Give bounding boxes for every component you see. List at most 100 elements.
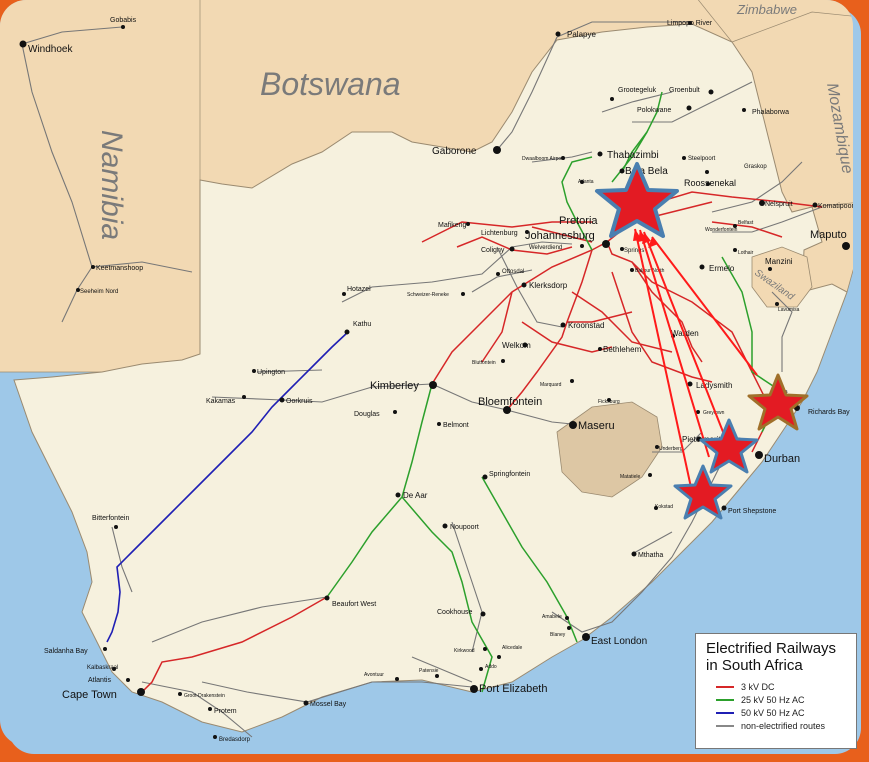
city-label: Addo bbox=[485, 664, 497, 670]
city-label: Roossenekal bbox=[684, 178, 736, 188]
city-label: Protem bbox=[214, 708, 237, 715]
legend-item-ac-50kv: 50 kV 50 Hz AC bbox=[716, 706, 846, 719]
city-label: Amabele bbox=[542, 614, 562, 620]
lesotho bbox=[556, 401, 663, 498]
map-legend: Electrified Railways in South Africa 3 k… bbox=[695, 633, 857, 749]
legend-label: non-electrified routes bbox=[741, 720, 826, 731]
city-label: Alicedale bbox=[502, 645, 523, 651]
city-label: Kroonstad bbox=[568, 321, 604, 330]
city-label: Belfast bbox=[738, 220, 754, 226]
legend-item-ac-25kv: 25 kV 50 Hz AC bbox=[716, 693, 846, 706]
city-label: Wonderfontein bbox=[705, 227, 738, 233]
city-label: Port Elizabeth bbox=[479, 683, 547, 695]
city-label: Thabazimbi bbox=[607, 150, 659, 161]
city-label: Ficksburg bbox=[598, 399, 620, 405]
annotation-arrows bbox=[634, 228, 758, 493]
city-label: Kokstad bbox=[655, 504, 673, 510]
city-label: Underberg bbox=[659, 446, 683, 452]
city-label: Keetmanshoop bbox=[96, 265, 143, 272]
city-label: Coligny bbox=[481, 247, 505, 254]
city-label: Beaufort West bbox=[332, 601, 376, 608]
city-label: Hotazel bbox=[347, 286, 371, 293]
city-label: Mossel Bay bbox=[310, 701, 347, 708]
arrowheads bbox=[633, 229, 658, 248]
city-label: Windhoek bbox=[28, 44, 73, 55]
city-label: Noupoort bbox=[450, 524, 479, 531]
city-label: Dwaalboom Airport bbox=[522, 156, 565, 162]
city-label: Phalaborwa bbox=[752, 109, 789, 116]
ac-50kv-route bbox=[106, 331, 349, 643]
city-label: Port Shepstone bbox=[728, 508, 776, 515]
legend-title-line2: in South Africa bbox=[706, 657, 803, 674]
city-label: Springfontein bbox=[489, 471, 530, 478]
country-label-namibia: Namibia bbox=[95, 130, 128, 240]
city-label: Lothair bbox=[738, 250, 754, 256]
city-label: Limpopo River bbox=[667, 20, 713, 27]
city-label: Belmont bbox=[443, 422, 469, 429]
city-label: Welverdiend bbox=[529, 245, 562, 251]
city-label: Nelspruit bbox=[765, 201, 793, 208]
city-label: Maputo bbox=[810, 229, 847, 241]
city-label: Springs bbox=[624, 248, 644, 254]
city-label: Bredasdorp bbox=[219, 737, 251, 743]
city-label: Blaney bbox=[550, 632, 566, 638]
city-label: East London bbox=[591, 636, 647, 647]
city-label: Douglas bbox=[354, 411, 380, 418]
ac-25kv-routes bbox=[326, 91, 793, 693]
city-label: Lichtenburg bbox=[481, 230, 518, 237]
legend-label: 50 kV 50 Hz AC bbox=[741, 707, 805, 718]
city-label: Ladysmith bbox=[696, 381, 732, 390]
city-label: Upington bbox=[257, 369, 285, 376]
city-label: Bitterfontein bbox=[92, 515, 129, 522]
city-label: Ottosdal bbox=[502, 269, 524, 275]
legend-label: 3 kV DC bbox=[741, 681, 775, 692]
city-label: Bela Bela bbox=[625, 166, 668, 177]
city-label: Marquard bbox=[540, 382, 562, 388]
city-label: Cookhouse bbox=[437, 609, 473, 616]
city-label: Pretoria bbox=[559, 215, 598, 227]
legend-item-dc-3kv: 3 kV DC bbox=[716, 680, 846, 693]
legend-swatch bbox=[716, 724, 734, 727]
city-label: Mthatha bbox=[638, 552, 663, 559]
city-label: Avontuur bbox=[364, 672, 384, 678]
city-label: Cape Town bbox=[62, 689, 117, 701]
city-label: Patensie bbox=[419, 668, 439, 674]
city-label: Atlantis bbox=[88, 677, 111, 684]
city-label: Polokwane bbox=[637, 107, 671, 114]
city-label: Lavumisa bbox=[778, 307, 800, 313]
city-label: De Aar bbox=[403, 491, 428, 500]
city-label: Atlanta bbox=[578, 179, 594, 185]
city-label: Johannesburg bbox=[525, 230, 595, 242]
city-label: Richards Bay bbox=[808, 409, 850, 416]
star-marker-large bbox=[595, 162, 679, 238]
city-label: Mafikeng bbox=[438, 222, 467, 229]
city-label: Bethlehem bbox=[603, 345, 642, 354]
city-label: Klerksdorp bbox=[529, 281, 568, 290]
city-label: Gaborone bbox=[432, 146, 477, 157]
city-markers bbox=[19, 21, 850, 739]
city-label: Groot-Drakenstein bbox=[184, 693, 225, 699]
city-label: Kathu bbox=[353, 321, 371, 328]
city-label: Gobabis bbox=[110, 17, 137, 24]
city-label: Schweizer-Reneke bbox=[407, 292, 449, 298]
country-label-zimbabwe: Zimbabwe bbox=[736, 2, 797, 17]
city-label: Oorkruis bbox=[286, 398, 313, 405]
city-label: Blutfontein bbox=[472, 360, 496, 366]
city-label: Kalbaskraal bbox=[87, 665, 118, 671]
city-label: Groenbult bbox=[669, 87, 700, 94]
city-label: Bloemfontein bbox=[478, 396, 542, 408]
star-marker-durban bbox=[699, 418, 759, 474]
city-label: Komatipoort bbox=[818, 203, 856, 210]
star-marker-richards-bay bbox=[747, 373, 809, 431]
legend-label: 25 kV 50 Hz AC bbox=[741, 694, 805, 705]
city-label: Palapye bbox=[567, 30, 596, 39]
non-electrified-routes bbox=[21, 21, 823, 738]
city-label: Seeheim Nord bbox=[80, 289, 118, 295]
country-label-botswana: Botswana bbox=[260, 66, 401, 102]
legend-item-non-electrified: non-electrified routes bbox=[716, 719, 846, 732]
city-label: Kirkwood bbox=[454, 648, 475, 654]
legend-swatch bbox=[716, 711, 734, 714]
city-label: Greytown bbox=[703, 410, 725, 416]
